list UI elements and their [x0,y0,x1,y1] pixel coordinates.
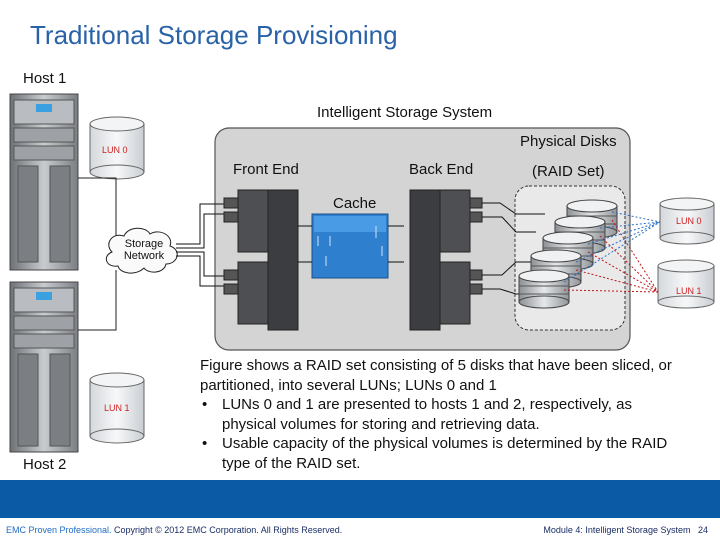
host2-server [9,281,79,453]
host2-lun1-volume [89,372,145,444]
host1-server [9,93,79,271]
storage-network-label: Storage Network [123,238,165,262]
array-lun1-volume [657,259,715,309]
array-lun0-volume [659,197,715,245]
host1-lun0-label: LUN 0 [102,145,128,155]
front-end-controllers [223,189,299,331]
array-lun0-label: LUN 0 [676,216,702,226]
host1-label: Host 1 [23,70,67,87]
footer-copyright-text: Copyright © 2012 EMC Corporation. All Ri… [111,525,343,535]
back-end-label: Back End [409,161,474,178]
footer-module-text: Module 4: Intelligent Storage System [543,525,691,535]
host2-label: Host 2 [23,456,67,473]
description-block: Figure shows a RAID set consisting of 5 … [200,356,680,473]
physical-disk-stack [518,199,618,309]
description-bullet: LUNs 0 and 1 are presented to hosts 1 an… [200,395,680,434]
lun0-mapping-lines [563,211,661,283]
disk-5 [518,269,570,309]
front-end-label: Front End [233,161,299,178]
back-end-controllers [409,189,483,331]
raid-set-label: (RAID Set) [532,163,605,180]
storage-system-label: Intelligent Storage System [317,104,493,121]
description-bullets: LUNs 0 and 1 are presented to hosts 1 an… [200,395,680,473]
lun1-mapping-lines [563,219,659,293]
footer-brand: EMC Proven Professional. [6,525,112,535]
footer-bar [0,518,720,540]
cache-block [311,213,389,279]
footer-copyright: EMC Proven Professional. Copyright © 201… [6,525,342,535]
description-bullet: Usable capacity of the physical volumes … [200,434,680,473]
cache-label: Cache [333,195,377,212]
description-intro: Figure shows a RAID set consisting of 5 … [200,357,672,394]
footer-page-number: 24 [697,525,708,535]
physical-disks-label: Physical Disks [520,133,617,150]
array-lun1-label: LUN 1 [676,286,702,296]
host1-lun0-volume [89,116,145,180]
footer-module: Module 4: Intelligent Storage System 24 [543,525,708,535]
host2-lun1-label: LUN 1 [104,403,130,413]
page-title: Traditional Storage Provisioning [30,20,398,50]
